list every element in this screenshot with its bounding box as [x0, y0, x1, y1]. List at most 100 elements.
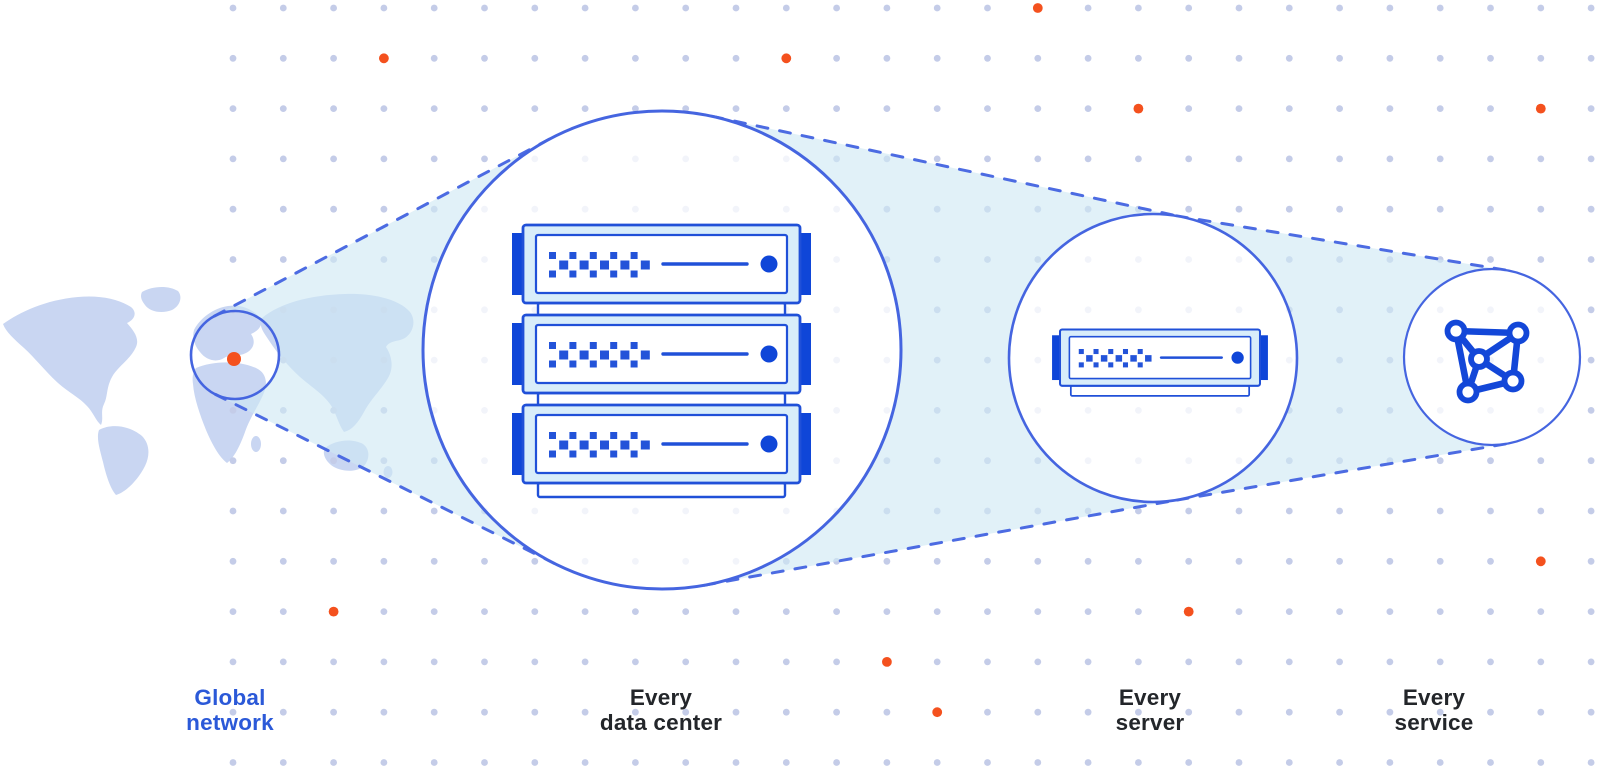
- grid-dot: [782, 4, 790, 12]
- grid-dot: [380, 105, 388, 112]
- grid-dot: [732, 759, 740, 766]
- grid-dot: [1336, 658, 1343, 666]
- grid-dot: [1587, 507, 1595, 515]
- dash-line-2-upper: [710, 114, 1185, 219]
- label-line: Every: [1118, 685, 1182, 710]
- label-line: Global: [194, 685, 266, 710]
- grid-dot: [782, 608, 790, 615]
- grid-dot: [833, 4, 840, 12]
- label-every-server: Every server: [1116, 685, 1185, 735]
- grid-dot: [732, 105, 740, 112]
- grid-dot: [883, 4, 891, 12]
- grid-dot-orange: [882, 657, 892, 667]
- grid-dot: [1386, 708, 1394, 716]
- grid-dot: [1436, 205, 1444, 213]
- grid-dot: [531, 708, 539, 716]
- grid-dot: [330, 507, 337, 515]
- grid-dot: [1537, 658, 1545, 666]
- network-node-bottom-left: [1456, 380, 1480, 404]
- grid-dot: [1386, 759, 1394, 766]
- grid-dot: [1487, 105, 1494, 112]
- grid-dot: [1386, 105, 1394, 112]
- grid-dot: [279, 658, 287, 666]
- grid-dot-orange: [1133, 103, 1144, 114]
- grid-dot: [481, 608, 488, 615]
- grid-dot: [1587, 256, 1595, 263]
- grid-dot: [330, 759, 337, 766]
- grid-dot: [933, 4, 941, 12]
- grid-dot: [481, 4, 488, 12]
- grid-dot: [531, 54, 539, 62]
- grid-dot: [682, 759, 690, 766]
- grid-dot: [1034, 708, 1042, 716]
- grid-dot: [984, 708, 991, 716]
- grid-dot: [1587, 356, 1595, 364]
- grid-dot: [984, 155, 991, 163]
- grid-dot: [1537, 54, 1545, 62]
- grid-dot: [1587, 557, 1595, 565]
- grid-dot: [1034, 608, 1042, 615]
- circle-global-network-region: [189, 309, 281, 401]
- grid-dot: [1084, 557, 1092, 565]
- grid-dot: [632, 105, 639, 112]
- grid-dot: [1436, 759, 1444, 766]
- grid-dot-orange: [932, 707, 943, 718]
- network-node-bottom-right: [1501, 369, 1525, 393]
- grid-dot: [1084, 4, 1092, 12]
- grid-dot: [481, 658, 488, 666]
- network-mesh-icon: [1444, 319, 1530, 404]
- grid-dot: [782, 759, 790, 766]
- grid-dot: [1185, 507, 1193, 515]
- grid-dot: [1185, 155, 1193, 163]
- grid-dot: [984, 557, 991, 565]
- grid-dot: [1386, 658, 1394, 666]
- grid-dot: [933, 557, 941, 565]
- single-server-icon: [1050, 328, 1270, 398]
- grid-dot: [933, 658, 941, 666]
- grid-dot: [1537, 155, 1545, 163]
- grid-dot: [380, 155, 388, 163]
- grid-dot: [682, 708, 690, 716]
- grid-dot-orange: [781, 53, 792, 64]
- grid-dot: [279, 608, 287, 615]
- server-rack-icon: [510, 223, 813, 499]
- grid-dot: [1235, 4, 1243, 12]
- grid-dot: [481, 557, 488, 565]
- grid-dot: [1285, 105, 1293, 112]
- grid-dot: [1285, 54, 1293, 62]
- grid-dot-orange: [379, 53, 389, 64]
- grid-dot: [1537, 608, 1545, 615]
- grid-dot: [1336, 759, 1343, 766]
- grid-dot: [1185, 557, 1193, 565]
- dash-line-3-lower: [1175, 442, 1509, 502]
- grid-dot: [1084, 759, 1092, 766]
- grid-dot: [1587, 759, 1595, 766]
- grid-dot: [782, 708, 790, 716]
- grid-dot: [1185, 105, 1193, 112]
- grid-dot: [732, 608, 740, 615]
- label-line: Every: [629, 685, 693, 710]
- grid-dot: [531, 4, 539, 12]
- grid-dot: [481, 759, 488, 766]
- grid-dot: [682, 4, 690, 12]
- grid-dot: [279, 105, 287, 112]
- label-every-service: Every service: [1395, 685, 1474, 735]
- grid-dot: [1487, 155, 1494, 163]
- grid-dot: [1034, 105, 1042, 112]
- grid-dot: [229, 54, 237, 62]
- grid-dot: [1386, 4, 1394, 12]
- grid-dot: [279, 155, 287, 163]
- grid-dot-orange: [328, 606, 339, 617]
- grid-dot: [1084, 708, 1092, 716]
- grid-dot: [682, 658, 690, 666]
- dash-line-3-upper: [1174, 214, 1508, 272]
- grid-dot: [1386, 205, 1394, 213]
- network-mesh-edges: [1452, 327, 1522, 396]
- grid-dot: [1487, 457, 1494, 465]
- grid-dot: [1537, 759, 1545, 766]
- grid-dot: [833, 105, 840, 112]
- grid-dot: [732, 54, 740, 62]
- grid-dot: [1034, 557, 1042, 565]
- grid-dot: [632, 708, 639, 716]
- label-global-network: Global network: [186, 685, 274, 735]
